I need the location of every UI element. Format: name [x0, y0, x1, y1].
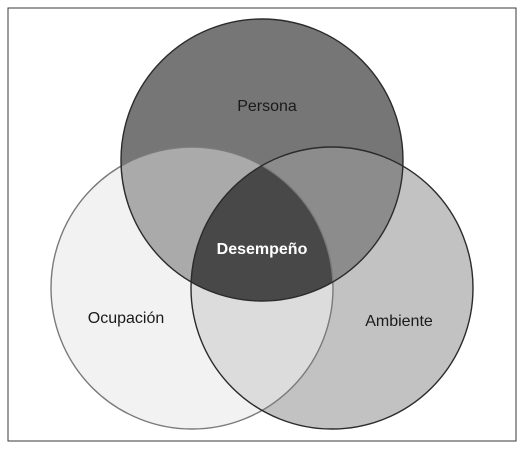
outline-persona: [120, 18, 404, 302]
label-ocupacion: Ocupación: [88, 310, 165, 327]
label-ambiente: Ambiente: [365, 313, 433, 330]
label-persona: Persona: [237, 98, 297, 115]
label-desempeno: Desempeño: [217, 241, 308, 258]
outline-ambiente: [190, 146, 474, 430]
outline-ocupacion: [50, 146, 334, 430]
diagram-frame: [7, 7, 517, 442]
